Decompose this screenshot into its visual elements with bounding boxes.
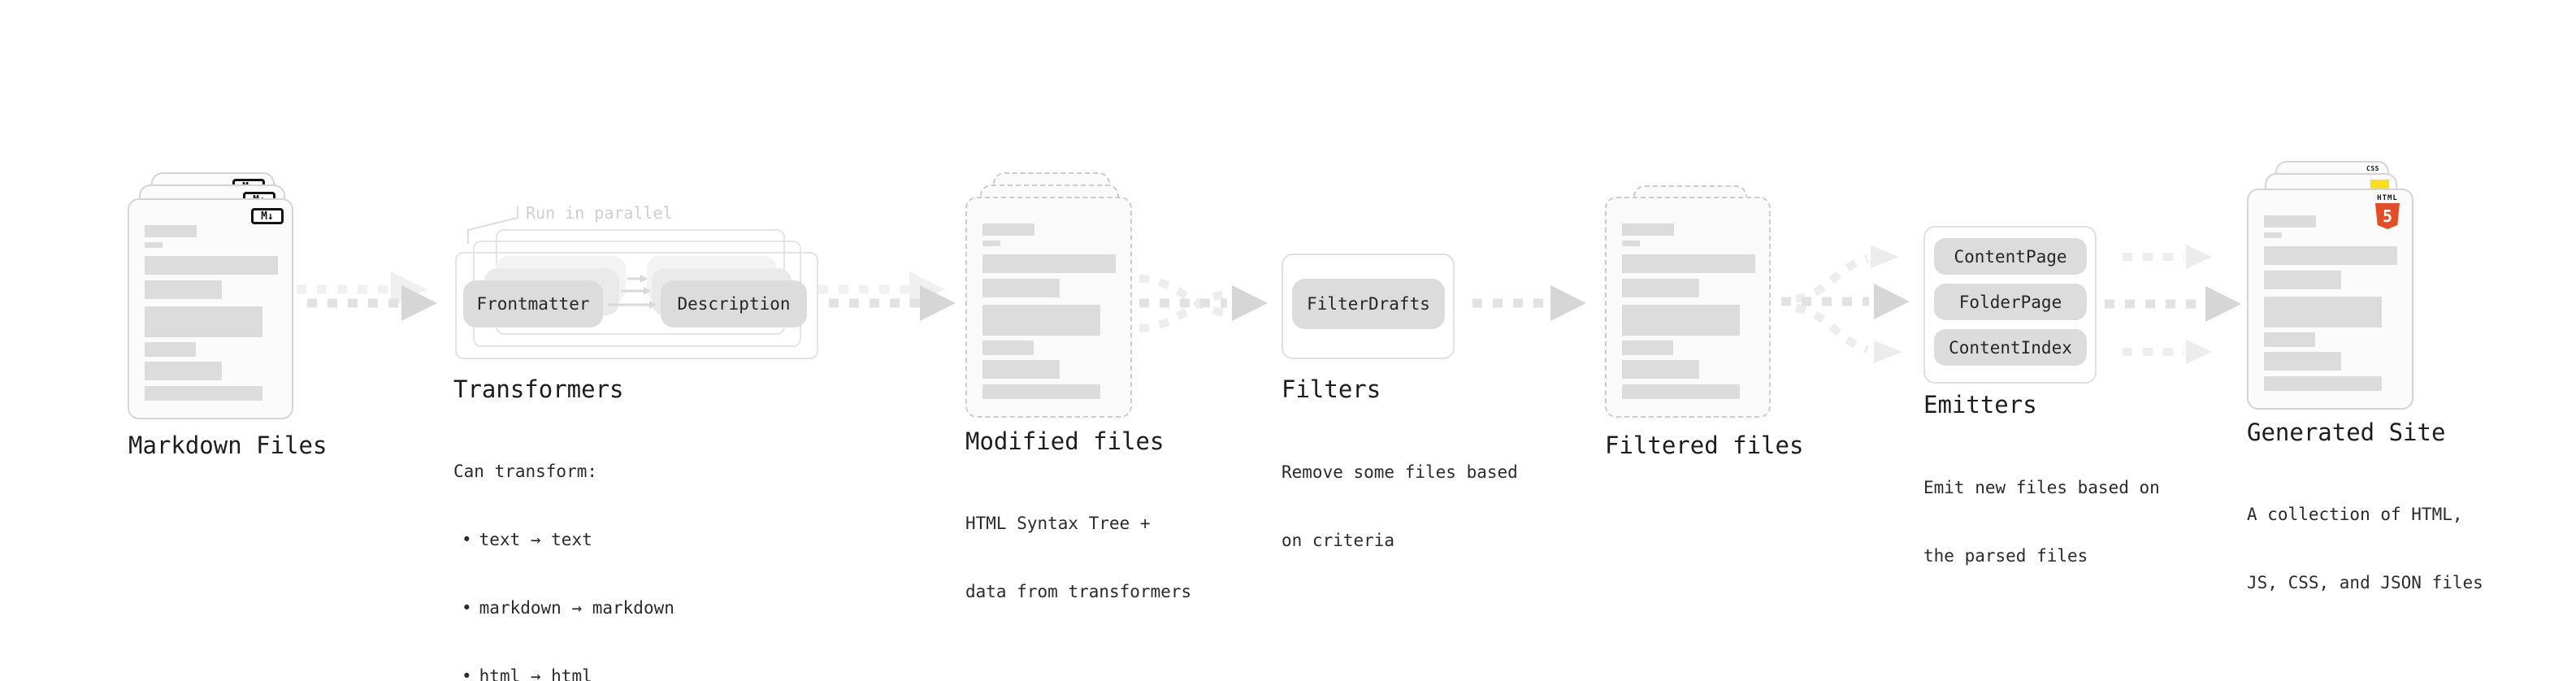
content-line-bar	[145, 362, 222, 380]
arrow-emitters-to-generated	[2105, 245, 2241, 364]
content-line-bar	[2264, 271, 2341, 289]
content-line-bar	[2264, 297, 2382, 327]
frontmatter-pill: Frontmatter	[463, 280, 603, 327]
transformer-container-front	[455, 252, 818, 359]
content-line-bar	[145, 242, 163, 248]
folderpage-pill: FolderPage	[1934, 284, 2087, 320]
filterdrafts-pill: FilterDrafts	[1292, 279, 1445, 329]
transformers-bullet-text: text → text	[479, 530, 592, 549]
html5-badge-word: HTML	[2377, 194, 2398, 202]
transformers-description: Can transform: • text → text • markdown → …	[453, 414, 674, 681]
content-line-bar	[1622, 340, 1673, 355]
content-line-bar	[145, 386, 262, 401]
content-line-bar	[1622, 360, 1699, 379]
file-card-front	[965, 197, 1132, 418]
filters-desc-line: Remove some files based	[1281, 462, 1518, 482]
stage-label-emitters: Emitters	[1923, 391, 2037, 419]
generated-site-desc-line: JS, CSS, and JSON files	[2247, 573, 2483, 592]
content-line-bar	[2264, 352, 2341, 371]
content-line-bar	[145, 306, 262, 337]
content-line-bar	[2264, 246, 2397, 265]
content-line-bar	[982, 254, 1116, 273]
modified-files-desc-line: HTML Syntax Tree +	[965, 514, 1151, 533]
content-line-bar	[1622, 279, 1699, 297]
modified-files-description: HTML Syntax Tree + data from transformer…	[965, 466, 1191, 648]
content-line-bar	[145, 256, 278, 275]
stage-label-modified-files: Modified files	[965, 427, 1164, 455]
content-line-bar	[2264, 232, 2282, 238]
content-line-bar	[1622, 223, 1674, 236]
bullet-icon: •	[462, 530, 472, 549]
content-line-bar	[982, 340, 1034, 355]
transformers-bullet-text: html → html	[479, 666, 592, 681]
content-line-bar	[982, 384, 1100, 399]
content-line-bar	[2264, 332, 2315, 347]
content-line-bar	[1622, 384, 1740, 399]
arrow-filtered-to-emitters	[1781, 245, 1910, 363]
content-line-bar	[1622, 305, 1740, 336]
contentindex-pill: ContentIndex	[1934, 329, 2087, 366]
content-line-bar	[145, 280, 222, 299]
transformers-bullet-text: markdown → markdown	[479, 598, 674, 618]
markdown-badge-text: M↓	[261, 210, 274, 223]
content-line-bar	[2264, 376, 2382, 391]
bullet-icon: •	[462, 598, 472, 618]
js-badge-icon	[2370, 180, 2389, 189]
emitters-desc-line: the parsed files	[1923, 546, 2088, 566]
content-line-bar	[2264, 215, 2316, 228]
filters-desc-line: on criteria	[1281, 531, 1395, 550]
arrow-filters-to-filtered	[1472, 285, 1586, 321]
content-line-bar	[982, 360, 1060, 379]
file-card-front: M↓	[128, 198, 293, 419]
arrow-markdown-to-transformers	[297, 271, 437, 321]
transformers-bullet: • markdown → markdown	[462, 596, 674, 619]
content-line-bar	[982, 279, 1060, 297]
content-line-bar	[982, 305, 1100, 336]
stage-label-generated-site: Generated Site	[2247, 419, 2446, 446]
content-line-bar	[1622, 254, 1755, 273]
content-line-bar	[145, 342, 196, 357]
file-card-front	[1605, 197, 1771, 418]
css-badge-text: CSS	[2366, 165, 2379, 172]
arrow-transformers-to-modified	[818, 271, 956, 321]
transformers-bullet: • text → text	[462, 528, 674, 551]
stage-label-transformers: Transformers	[453, 375, 624, 403]
filters-description: Remove some files based on criteria	[1281, 415, 1518, 597]
html5-shield: 5	[2375, 203, 2400, 229]
file-card-front: HTML 5	[2247, 189, 2413, 410]
stage-label-filtered-files: Filtered files	[1605, 432, 1804, 459]
generated-site-desc-line: A collection of HTML,	[2247, 505, 2463, 524]
description-pill: Description	[661, 280, 807, 327]
run-in-parallel-annotation: Run in parallel	[526, 203, 673, 223]
content-line-bar	[145, 225, 197, 237]
emitters-description: Emit new files based on the parsed files	[1923, 431, 2160, 613]
stage-label-filters: Filters	[1281, 375, 1381, 403]
markdown-badge-icon: M↓	[251, 208, 284, 224]
generated-site-description: A collection of HTML, JS, CSS, and JSON …	[2247, 458, 2483, 640]
content-line-bar	[1622, 241, 1640, 246]
contentpage-pill: ContentPage	[1934, 238, 2087, 275]
bullet-icon: •	[462, 666, 472, 681]
content-line-bar	[982, 223, 1034, 236]
emitters-desc-line: Emit new files based on	[1923, 478, 2160, 497]
content-line-bar	[982, 241, 1000, 246]
modified-files-desc-line: data from transformers	[965, 582, 1192, 601]
transformers-desc-title: Can transform:	[453, 462, 598, 481]
transformers-bullet: • html → html	[462, 665, 674, 681]
arrow-modified-to-filters	[1138, 275, 1268, 332]
html5-badge-icon: HTML 5	[2370, 194, 2405, 229]
stage-label-markdown-files: Markdown Files	[128, 432, 327, 459]
html5-number: 5	[2382, 206, 2393, 226]
